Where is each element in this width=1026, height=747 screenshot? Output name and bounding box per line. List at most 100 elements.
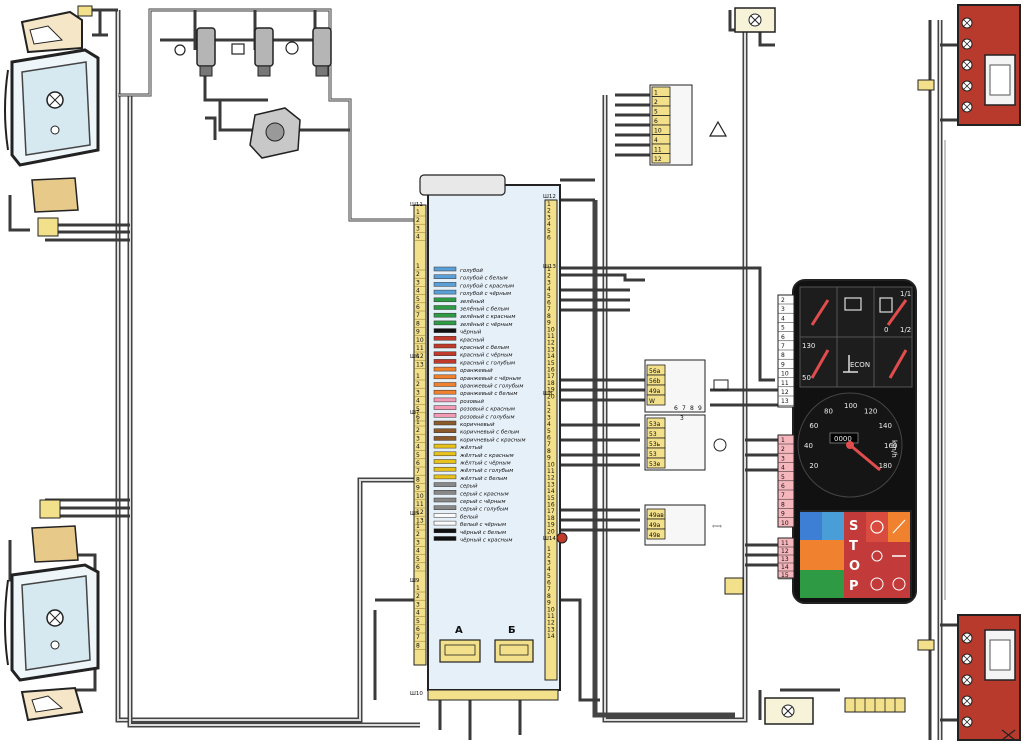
relay-pin-label: 49а <box>649 522 661 529</box>
block-pin-number: 12 <box>416 509 424 516</box>
speed-tick-label: 100 <box>844 402 857 410</box>
legend-swatch <box>433 482 457 487</box>
hazard-triangle-icon <box>708 120 728 137</box>
cluster-pin-label: 15 <box>781 572 789 579</box>
legend-swatch <box>433 312 457 318</box>
cluster-pin-label: 10 <box>781 371 789 378</box>
block-pin-number: 13 <box>547 626 555 633</box>
block-pin-number: 1 <box>416 419 420 426</box>
legend-item: белый с чёрным <box>460 522 506 528</box>
cluster-pin-label: 11 <box>781 540 789 547</box>
relay-pin-label: 6 <box>654 118 658 125</box>
legend-item: чёрный с белым <box>460 530 506 536</box>
block-pin-number: 7 <box>416 634 420 641</box>
block-pin-number: 8 <box>416 642 420 649</box>
block-pin-number: 2 <box>416 271 420 278</box>
relay-bottom-label: 7 <box>682 405 686 412</box>
block-pin-number: 13 <box>416 361 424 368</box>
turn-left-indicator <box>800 570 822 598</box>
legend-item: голубой с белым <box>460 276 508 282</box>
lamp-cross <box>962 717 972 727</box>
relay-pin-label: 56а <box>649 368 661 375</box>
legend-swatch <box>433 328 457 333</box>
connector-plug-top <box>31 177 79 213</box>
cluster-pin-label: 12 <box>781 548 789 555</box>
block-pin-number: 10 <box>547 326 555 333</box>
block-pin-number: 5 <box>547 573 551 580</box>
fog-indicator <box>822 512 844 540</box>
block-pin-number: 10 <box>416 493 424 500</box>
cluster-pin-label: 5 <box>781 325 785 332</box>
lamp-cross <box>962 39 972 49</box>
legend-swatch <box>433 397 457 403</box>
relay-pin-label: 4 <box>654 137 658 144</box>
stop-indicator <box>844 512 866 598</box>
fuel-pump-icon <box>879 297 893 313</box>
legend-swatch <box>433 405 457 410</box>
block-pin-number: 3 <box>547 214 551 221</box>
legend-swatch <box>433 459 457 464</box>
block-pin-number: 2 <box>416 217 420 224</box>
turn-arrows-icon: ⇦⇨ <box>712 523 722 530</box>
legend-swatch <box>433 497 457 503</box>
block-pin-number: 7 <box>547 306 551 313</box>
legend-item: оранжевый с чёрным <box>460 376 521 382</box>
tail-bottom-bulbs <box>961 632 973 728</box>
relay-bottom-label: 6 <box>674 405 678 412</box>
block-pin-number: 6 <box>416 626 420 633</box>
cluster-pin-label: 4 <box>781 315 785 322</box>
block-pin-number: 13 <box>547 346 555 353</box>
legend-swatch <box>433 282 457 287</box>
cluster-pin-label: 8 <box>781 501 785 508</box>
ground-icon <box>1001 729 1016 741</box>
block-pin-number: 3 <box>547 414 551 421</box>
block-pin-number: 14 <box>547 633 555 640</box>
block-pin-number: 6 <box>416 414 420 421</box>
sub-block-a-label: А <box>455 625 463 636</box>
speed-tick-label: 80 <box>824 407 833 415</box>
legend-swatch <box>433 336 457 341</box>
block-pin-number: 3 <box>416 539 420 546</box>
legend-swatch <box>433 382 457 387</box>
battery-icon <box>844 297 862 311</box>
legend-swatch <box>433 305 457 310</box>
legend-swatch <box>433 474 457 480</box>
legend-swatch <box>433 266 457 272</box>
relay-pin-label: 5 <box>654 109 658 116</box>
tail-lamp-top-right <box>957 4 1021 126</box>
legend-swatch <box>433 413 457 418</box>
block-pin-number: 1 <box>547 201 551 208</box>
legend-swatch <box>433 297 457 303</box>
legend-swatch <box>433 466 457 472</box>
block-pin-number: 7 <box>416 468 420 475</box>
relay-pin-label: 10 <box>654 128 662 135</box>
engine-indicator <box>888 570 910 598</box>
block-pin-number: 12 <box>547 475 555 482</box>
legend-item: оранжевый <box>460 368 493 374</box>
relay-pin-label: 1 <box>654 90 658 97</box>
block-pin-number: 18 <box>547 515 555 522</box>
legend-item: коричневый <box>460 422 495 428</box>
block-pin-number: 11 <box>547 613 555 620</box>
block-pin-number: 15 <box>547 360 555 367</box>
speed-tick-label: 180 <box>879 462 892 470</box>
fuel-zero-mark: 0 <box>884 326 888 334</box>
legend-item: зелёный с белым <box>460 307 509 313</box>
legend-swatch <box>433 428 457 433</box>
legend-swatch <box>433 343 457 349</box>
legend-item: красный <box>460 337 485 343</box>
relay-pin-label: 53е <box>649 461 661 468</box>
stop-letter-t: T <box>849 539 858 554</box>
legend-swatch <box>433 451 457 457</box>
legend-item: белый <box>460 514 478 520</box>
tail-top-bulbs <box>961 17 973 113</box>
block-pin-number: 4 <box>547 221 551 228</box>
block-pin-number: 19 <box>547 522 555 529</box>
cluster-pin-label: 2 <box>781 446 785 453</box>
